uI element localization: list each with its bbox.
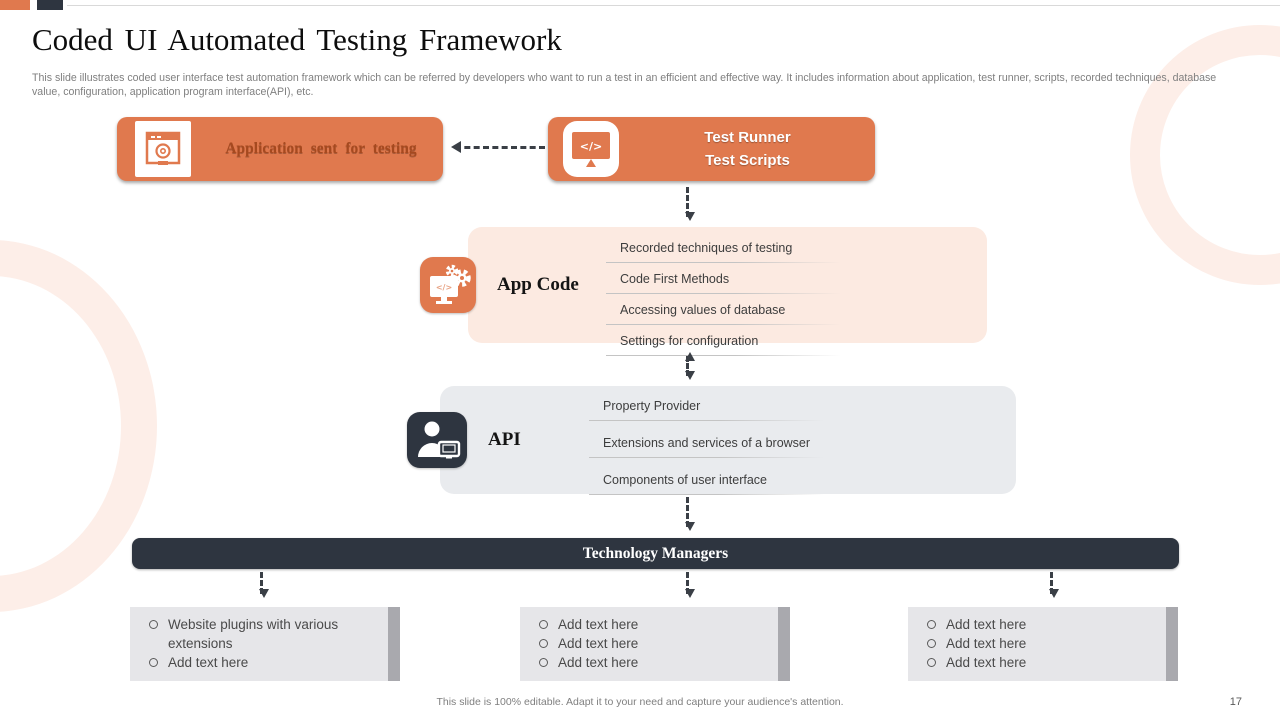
corner-orange-bar: [0, 0, 30, 10]
list-item[interactable]: Add text here: [532, 653, 770, 672]
page-title: Coded UI Automated Testing Framework: [32, 22, 562, 57]
svg-text:</>: </>: [436, 283, 452, 292]
api-items: Property Provider Extensions and service…: [589, 397, 1003, 508]
app-code-items: Recorded techniques of testing Code Firs…: [606, 239, 980, 363]
arrow-managers-to-box1: [258, 572, 269, 598]
bottom-box-3-list: Add text here Add text here Add text her…: [908, 607, 1178, 672]
api-panel[interactable]: [440, 386, 1016, 494]
list-item[interactable]: Add text here: [920, 634, 1158, 653]
list-item[interactable]: Add text here: [532, 634, 770, 653]
bottom-box-2-list: Add text here Add text here Add text her…: [520, 607, 790, 672]
circle-bullet-icon: [149, 620, 158, 629]
arrow-managers-to-box2: [684, 572, 695, 598]
list-item[interactable]: Website plugins with various extensions: [142, 615, 380, 653]
app-code-label: App Code: [497, 274, 579, 295]
api-item[interactable]: Components of user interface: [589, 471, 1003, 495]
list-item[interactable]: Add text here: [532, 615, 770, 634]
list-item[interactable]: Add text here: [920, 653, 1158, 672]
circle-bullet-icon: [927, 639, 936, 648]
api-item[interactable]: Extensions and services of a browser: [589, 434, 1003, 458]
technology-managers-label: Technology Managers: [582, 544, 729, 562]
test-runner-box-label: Test Runner Test Scripts: [628, 117, 867, 181]
footer-note: This slide is 100% editable. Adapt it to…: [436, 696, 844, 708]
bottom-box-accent-bar: [388, 607, 400, 681]
bottom-box-2[interactable]: Add text here Add text here Add text her…: [520, 607, 790, 681]
bottom-box-1[interactable]: Website plugins with various extensions …: [130, 607, 400, 681]
top-divider-line: [67, 5, 1280, 6]
api-label: API: [488, 429, 521, 450]
corner-navy-bar: [37, 0, 63, 10]
application-box[interactable]: Application sent for testing: [117, 117, 443, 181]
page-number: 17: [1229, 696, 1242, 708]
bottom-box-1-list: Website plugins with various extensions …: [130, 607, 400, 672]
circle-bullet-icon: [539, 639, 548, 648]
application-box-label: Application sent for testing: [225, 140, 417, 157]
arrow-managers-to-box3: [1048, 572, 1059, 598]
app-code-item[interactable]: Code First Methods: [606, 270, 980, 294]
app-code-item[interactable]: Settings for configuration: [606, 332, 980, 356]
circle-bullet-icon: [539, 620, 548, 629]
test-runner-line1: Test Runner: [704, 129, 791, 146]
test-runner-line2: Test Scripts: [705, 152, 790, 169]
arrow-api-to-managers: [684, 497, 695, 531]
app-code-item[interactable]: Recorded techniques of testing: [606, 239, 980, 263]
app-window-icon: [135, 121, 191, 177]
decor-ring-right: [1130, 25, 1280, 285]
list-item[interactable]: Add text here: [142, 653, 380, 672]
person-monitor-icon: [407, 412, 467, 468]
circle-bullet-icon: [539, 658, 548, 667]
circle-bullet-icon: [149, 658, 158, 667]
arrow-testrunner-to-appcode: [684, 187, 695, 221]
arrow-testrunner-to-application: [451, 141, 545, 153]
monitor-gears-icon: </>: [420, 257, 476, 313]
circle-bullet-icon: [927, 620, 936, 629]
bottom-box-3[interactable]: Add text here Add text here Add text her…: [908, 607, 1178, 681]
arrow-appcode-api-bidirectional: [684, 352, 695, 380]
test-runner-box[interactable]: </> Test Runner Test Scripts: [548, 117, 875, 181]
app-code-panel[interactable]: [468, 227, 987, 343]
list-item[interactable]: Add text here: [920, 615, 1158, 634]
slide-description: This slide illustrates coded user interf…: [32, 72, 1217, 98]
svg-text:</>: </>: [580, 140, 602, 153]
app-code-item[interactable]: Accessing values of database: [606, 301, 980, 325]
technology-managers-bar[interactable]: Technology Managers: [132, 538, 1179, 569]
api-item[interactable]: Property Provider: [589, 397, 1003, 421]
circle-bullet-icon: [927, 658, 936, 667]
code-monitor-icon: </>: [563, 121, 619, 177]
bottom-box-accent-bar: [778, 607, 790, 681]
bottom-box-accent-bar: [1166, 607, 1178, 681]
